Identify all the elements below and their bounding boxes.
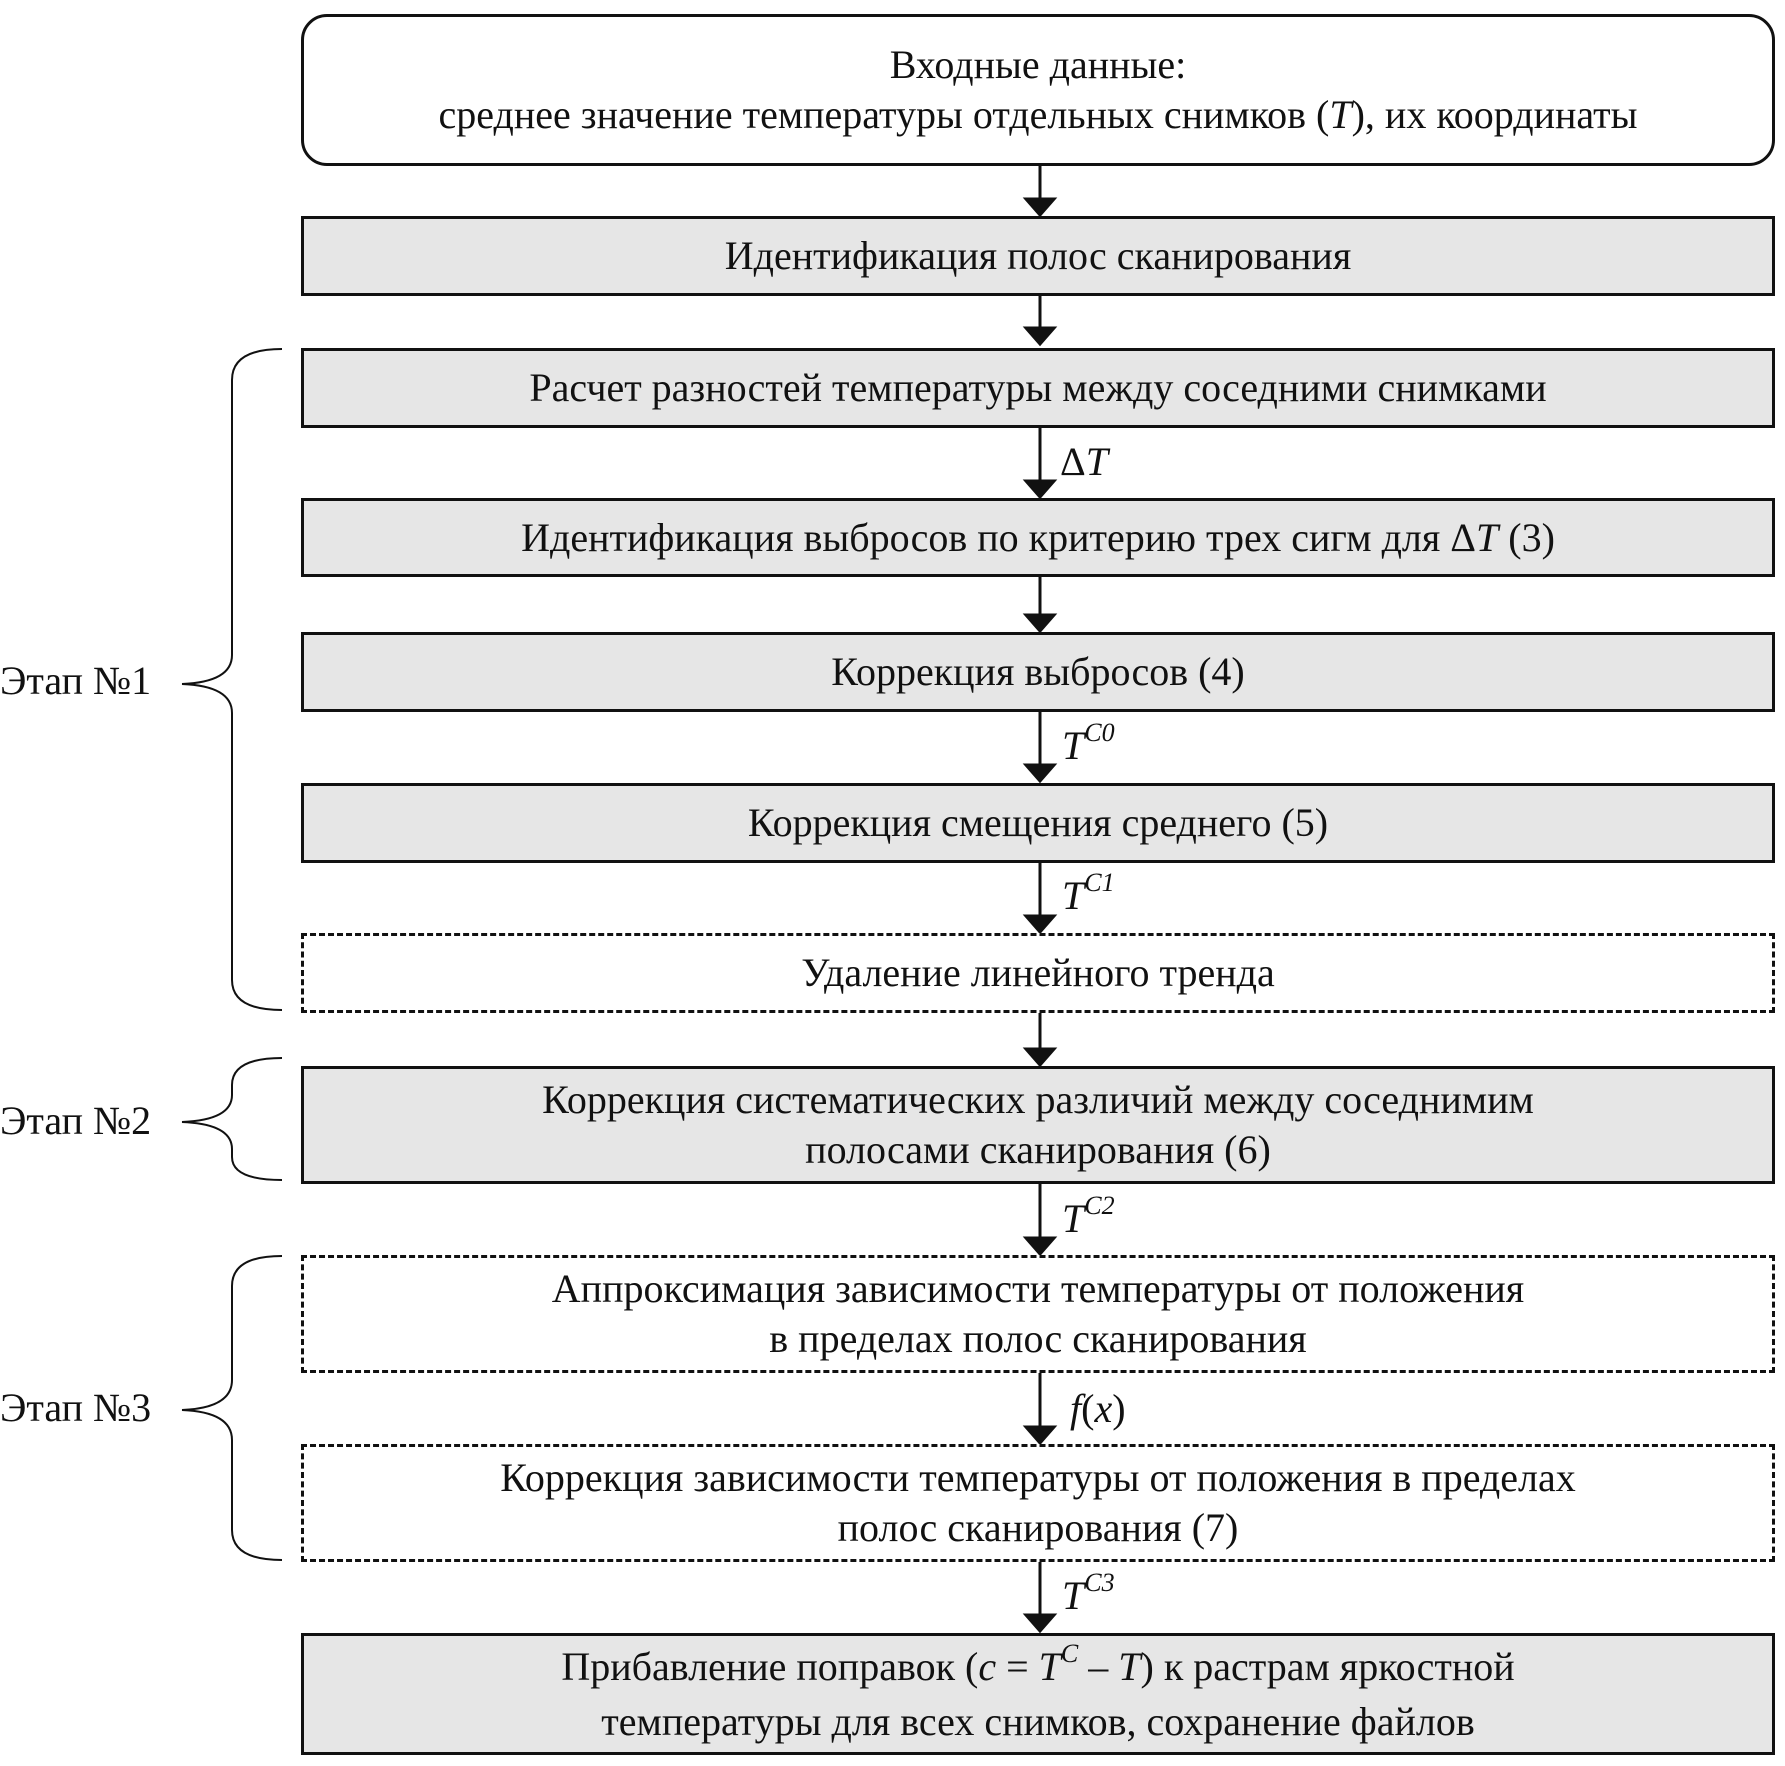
dependence-correction-box: Коррекция зависимости температуры от пол… [301,1444,1775,1562]
temperature-diff-box: Расчет разностей температуры между сосед… [301,348,1775,428]
stage1-label: Этап №1 [0,658,152,703]
stage3-label: Этап №3 [0,1385,152,1430]
arrow-label-fx: f(x) [1070,1386,1126,1431]
input-description: среднее значение температуры отдельных с… [438,92,1638,137]
temperature-diff-label: Расчет разностей температуры между сосед… [529,365,1547,410]
systematic-line2: полосами сканирования (6) [805,1127,1271,1172]
trend-removal-label: Удаление линейного тренда [801,950,1275,995]
final-line2: температуры для всех снимков, сохранение… [601,1698,1475,1744]
arrow-label-tc0: TC0 [1062,718,1115,768]
arrow-label-tc1: TC1 [1062,868,1115,918]
arrow-label-tc2: TC2 [1062,1191,1115,1241]
trend-removal-box: Удаление линейного тренда [301,933,1775,1013]
stage3-brace [181,1255,283,1561]
mean-shift-box: Коррекция смещения среднего (5) [301,783,1775,863]
stage2-brace [181,1057,283,1181]
arrow-label-delta-t: ΔT [1060,439,1108,484]
identify-strips-label: Идентификация полос сканирования [724,233,1352,278]
approximation-line1: Аппроксимация зависимости температуры от… [551,1266,1525,1311]
dependence-line2: полос сканирования (7) [837,1505,1239,1550]
outlier-identification-box: Идентификация выбросов по критерию трех … [301,498,1775,577]
outlier-correction-box: Коррекция выбросов (4) [301,632,1775,712]
identify-strips-box: Идентификация полос сканирования [301,216,1775,296]
input-data-box: Входные данные: среднее значение темпера… [301,14,1775,166]
outlier-correction-label: Коррекция выбросов (4) [831,649,1245,694]
mean-shift-label: Коррекция смещения среднего (5) [747,800,1329,845]
systematic-correction-box: Коррекция систематических различий между… [301,1066,1775,1184]
input-title: Входные данные: [889,42,1187,87]
approximation-line2: в пределах полос сканирования [769,1316,1307,1361]
arrow-label-tc3: TC3 [1062,1568,1115,1618]
outlier-identification-label: Идентификация выбросов по критерию трех … [521,514,1555,560]
dependence-line1: Коррекция зависимости температуры от пол… [500,1455,1576,1500]
stage1-brace [181,348,283,1011]
final-step-box: Прибавление поправок (c = TC – T) к раст… [301,1633,1775,1755]
approximation-box: Аппроксимация зависимости температуры от… [301,1255,1775,1373]
final-line1: Прибавление поправок (c = TC – T) к раст… [561,1638,1515,1689]
systematic-line1: Коррекция систематических различий между… [542,1077,1534,1122]
stage2-label: Этап №2 [0,1098,152,1143]
